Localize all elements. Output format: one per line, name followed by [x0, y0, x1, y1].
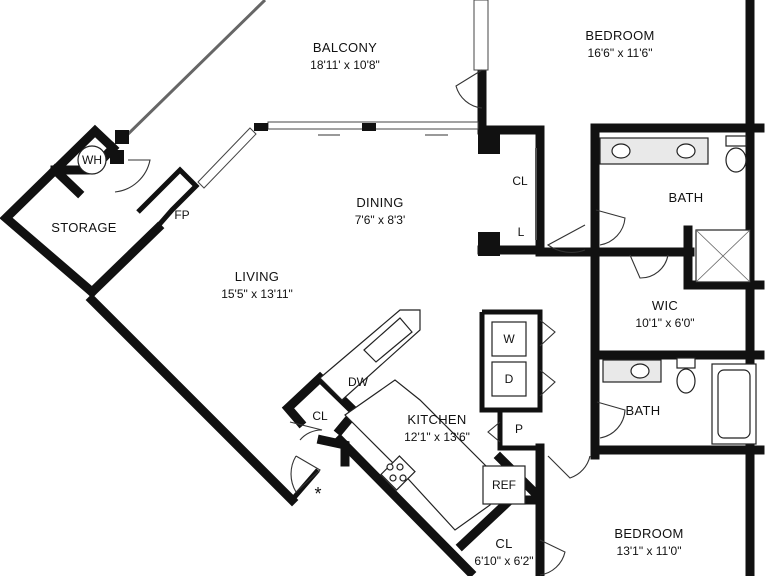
column-2	[110, 150, 124, 164]
hall-closet-wall	[477, 125, 545, 255]
closet-bottom-dims: 6'10" x 6'2"	[474, 554, 533, 568]
laundry-closet	[479, 309, 543, 413]
burner-2	[396, 463, 404, 471]
dishwasher-label: DW	[348, 375, 369, 389]
bath1-toilet-tank	[725, 135, 747, 147]
dining-dims: 7'6" x 8'3'	[355, 213, 406, 227]
door-bedroom2	[547, 455, 591, 479]
wic-label: WIC	[652, 298, 678, 313]
door-wic	[629, 254, 669, 279]
bedroom-window	[473, 0, 489, 71]
bath2-toilet-tank	[676, 357, 696, 369]
hall-closet-label: CL	[512, 174, 528, 188]
doors	[114, 69, 669, 576]
door-washer	[539, 319, 556, 347]
dryer-label: D	[505, 372, 514, 386]
shower-diag-2	[695, 229, 751, 283]
balcony-rail	[120, 0, 267, 142]
hall-closet-pillar-top	[478, 130, 500, 154]
fixtures	[77, 135, 757, 531]
kitchen-sink	[363, 317, 413, 363]
door-bedroom1	[455, 69, 483, 109]
water-heater-label: WH	[82, 153, 102, 167]
shower-wall	[683, 225, 765, 290]
bath1-sink-2	[676, 143, 696, 159]
bath2-toilet-bowl	[676, 368, 696, 394]
washer	[491, 321, 527, 357]
labels: BALCONY 18'11' x 10'8" BEDROOM 16'6" x 1…	[51, 28, 703, 568]
bath1-toilet-bowl	[725, 147, 747, 173]
kitchen-dims: 12'1" x 13'6"	[404, 430, 470, 444]
bath1-wall	[590, 123, 765, 255]
living-dims: 15'5" x 13'11"	[221, 287, 293, 301]
fireplace-wall	[136, 166, 200, 228]
bath2-sink	[630, 363, 650, 379]
refrigerator	[482, 465, 526, 505]
slider-jamb-left	[254, 123, 268, 131]
bedroom2-label: BEDROOM	[614, 526, 683, 541]
dryer	[491, 361, 527, 397]
sliding-door-living	[197, 127, 257, 189]
door-dryer	[539, 369, 556, 397]
bathtub-inner	[717, 369, 751, 439]
bedroom1-dims: 16'6" x 11'6"	[588, 46, 653, 60]
bath1-sink-1	[611, 143, 631, 159]
living-corner-wall	[290, 468, 320, 502]
balcony-label: BALCONY	[313, 40, 377, 55]
bedroom2-dims: 13'1" x 11'0"	[617, 544, 682, 558]
burner-3	[389, 474, 397, 482]
door-living-closet	[289, 421, 323, 441]
burner-4	[399, 474, 407, 482]
linen-label: L	[518, 225, 525, 239]
dining-label: DINING	[356, 195, 403, 210]
door-hall	[546, 224, 586, 253]
kitchen-label: KITCHEN	[407, 412, 466, 427]
closet-bottom-label: CL	[495, 536, 512, 551]
entry-asterisk: *	[314, 484, 321, 504]
door-bath2	[596, 401, 626, 439]
refrigerator-label: REF	[492, 478, 516, 492]
bedroom1-label: BEDROOM	[585, 28, 654, 43]
balcony-dims: 18'11' x 10'8"	[310, 58, 380, 72]
wic-dims: 10'1" x 6'0"	[635, 316, 694, 330]
living-exterior-wall	[85, 293, 299, 507]
washer-label: W	[503, 332, 515, 346]
water-heater-wall-2	[48, 163, 85, 199]
bath2-label: BATH	[626, 403, 661, 418]
bath1-label: BATH	[669, 190, 704, 205]
storage-inner-wall	[85, 221, 165, 299]
burner-1	[386, 463, 394, 471]
slider-jamb-mid	[362, 123, 376, 131]
pantry-label: P	[515, 422, 523, 436]
water-heater	[77, 145, 107, 175]
door-closet-bottom	[539, 539, 566, 576]
hall-closet-pillar-bottom	[478, 232, 500, 256]
kitchen-exterior-wall	[333, 433, 477, 576]
living-closet-label: CL	[312, 409, 328, 423]
sliding-doors	[197, 0, 489, 189]
living-label: LIVING	[235, 269, 279, 284]
door-entry	[290, 455, 321, 493]
door-pantry	[487, 421, 501, 443]
column-1	[115, 130, 129, 144]
storage-label: STORAGE	[51, 220, 116, 235]
fireplace-label: FP	[174, 208, 189, 222]
door-storage	[114, 159, 151, 193]
kitchen-corner	[316, 434, 350, 467]
door-bath1	[595, 209, 626, 246]
kitchen-counter-lower	[344, 379, 501, 531]
